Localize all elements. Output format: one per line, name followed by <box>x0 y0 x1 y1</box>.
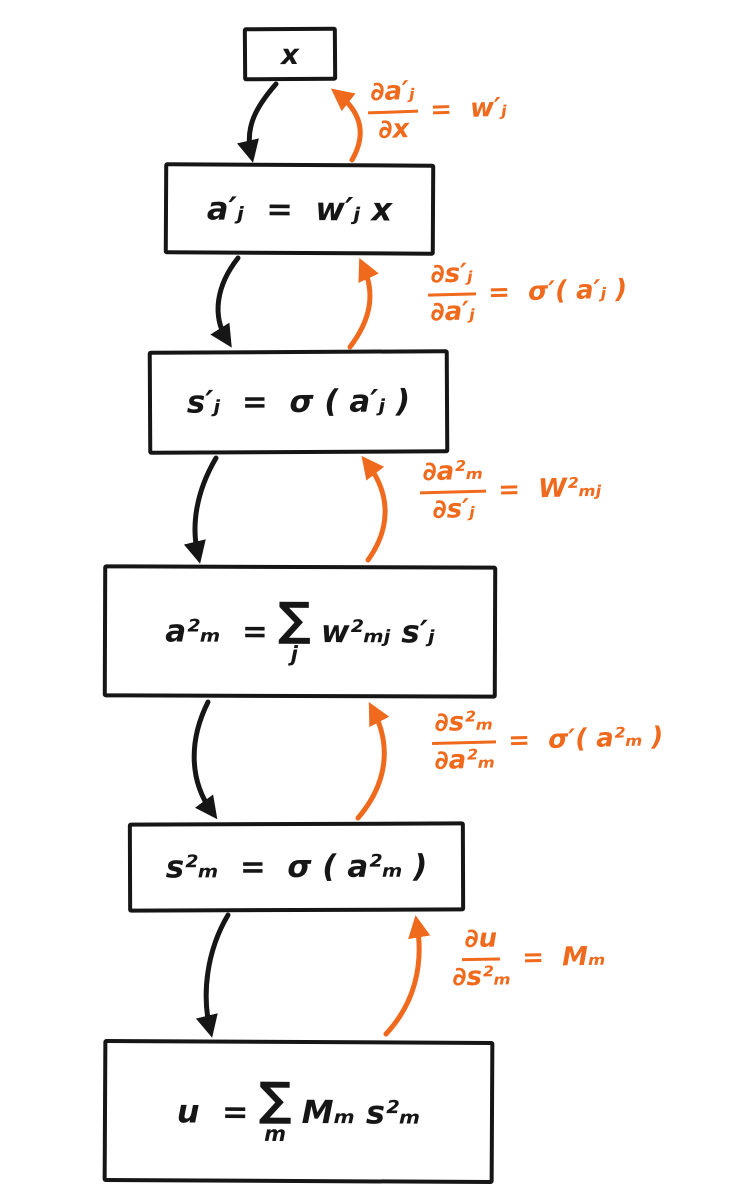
node-s1-activation: s′ⱼ = σ ( a′ⱼ ) <box>147 349 450 455</box>
forward-arrow-3 <box>183 455 219 564</box>
fraction-numerator: ∂a′ⱼ <box>366 76 419 115</box>
derivative-value: = σ′( a′ⱼ ) <box>487 274 628 308</box>
sigma-sum-icon: ∑ <box>277 592 312 647</box>
node-label-rhs: w²ₘⱼ s′ⱼ <box>320 613 435 650</box>
derivative-value: = Mₘ <box>522 941 606 973</box>
fraction-denominator: ∂a′ⱼ <box>430 296 476 328</box>
forward-arrow-2 <box>210 255 241 348</box>
fraction-denominator: ∂s²ₘ <box>452 961 511 993</box>
sigma-sum-icon: ∑ <box>258 1072 292 1127</box>
node-s2-activation: s²ₘ = σ ( a²ₘ ) <box>127 821 466 913</box>
node-output-u: u = ∑ m Mₘ s²ₘ <box>102 1038 495 1185</box>
forward-arrow-1 <box>237 81 279 163</box>
fraction-denominator: ∂a²ₘ <box>434 744 496 776</box>
fraction-denominator: ∂x <box>377 113 410 145</box>
derivative-ds1-da1: ∂s′ⱼ ∂a′ⱼ = σ′( a′ⱼ ) <box>427 255 628 328</box>
fraction-numerator: ∂u <box>461 924 501 962</box>
node-label-lhs: u = <box>176 1091 249 1131</box>
fraction-numerator: ∂s′ⱼ <box>427 258 477 297</box>
fraction: ∂s²ₘ ∂a²ₘ <box>431 706 497 776</box>
node-label: x <box>280 37 300 71</box>
node-a2-preactivation: a²ₘ = ∑ j w²ₘⱼ s′ⱼ <box>102 564 498 699</box>
derivative-value: = σ′( a²ₘ ) <box>507 721 664 756</box>
backward-arrow-5 <box>383 915 431 1037</box>
forward-arrow-5 <box>195 912 231 1038</box>
derivative-du-ds2: ∂u ∂s²ₘ = Mₘ <box>451 923 605 993</box>
fraction: ∂a²ₘ ∂s′ⱼ <box>419 456 487 526</box>
backward-arrow-1 <box>330 88 363 163</box>
fraction-numerator: ∂s²ₘ <box>431 706 497 745</box>
summation: ∑ m <box>258 1072 292 1146</box>
forward-arrow-4 <box>191 699 218 820</box>
node-label-rhs: Mₘ s²ₘ <box>301 1092 421 1132</box>
node-label-lhs: a²ₘ = <box>165 613 268 650</box>
backward-arrow-3 <box>361 455 388 563</box>
summation-index: m <box>264 1121 287 1146</box>
node-label: s′ⱼ = σ ( a′ⱼ ) <box>186 383 411 421</box>
derivative-value: = w′ⱼ <box>429 92 508 126</box>
fraction: ∂u ∂s²ₘ <box>451 924 511 993</box>
node-label: s²ₘ = σ ( a²ₘ ) <box>165 848 428 886</box>
backward-arrow-4 <box>355 702 390 821</box>
derivative-value: = W²ₘⱼ <box>497 472 602 506</box>
summation: ∑ j <box>277 592 312 666</box>
derivative-ds2-da2: ∂s²ₘ ∂a²ₘ = σ′( a²ₘ ) <box>431 703 664 777</box>
node-label: a′ⱼ = w′ⱼ x <box>206 189 393 229</box>
fraction-denominator: ∂s′ⱼ <box>432 493 476 525</box>
node-input-x: x <box>242 26 338 82</box>
backward-arrow-2 <box>347 257 379 350</box>
node-a1-preactivation: a′ⱼ = w′ⱼ x <box>163 162 436 256</box>
summation-index: j <box>290 641 298 666</box>
fraction: ∂s′ⱼ ∂a′ⱼ <box>427 258 477 328</box>
fraction-numerator: ∂a²ₘ <box>419 456 487 495</box>
derivative-da2-ds1: ∂a²ₘ ∂s′ⱼ = W²ₘⱼ <box>419 454 602 527</box>
derivative-da1-dx: ∂a′ⱼ ∂x = w′ⱼ <box>366 74 508 147</box>
fraction: ∂a′ⱼ ∂x <box>366 76 420 146</box>
